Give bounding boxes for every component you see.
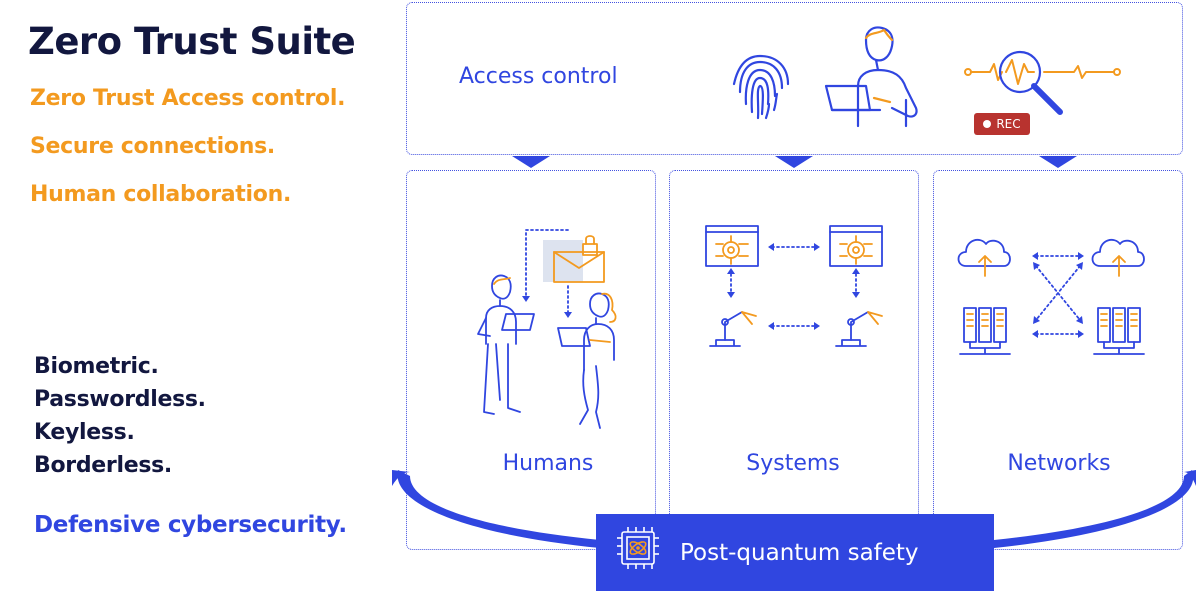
post-quantum-banner xyxy=(596,514,994,591)
tagline-secure-connections: Secure connections. xyxy=(30,134,275,159)
feature-borderless: Borderless. xyxy=(34,453,172,478)
rec-badge-label: REC xyxy=(996,117,1021,131)
system-automation-icon xyxy=(705,225,883,347)
record-dot-icon xyxy=(983,120,992,128)
ring-right xyxy=(994,470,1194,548)
systems-panel xyxy=(669,170,919,550)
feature-passwordless: Passwordless. xyxy=(34,387,206,412)
feature-biometric: Biometric. xyxy=(34,354,159,379)
access-control-panel xyxy=(406,2,1183,155)
post-quantum-banner-content: Post-quantum safety xyxy=(596,514,994,591)
rec-badge: REC xyxy=(974,113,1030,135)
ring-left xyxy=(397,470,600,548)
humans-label: Humans xyxy=(502,451,594,476)
fingerprint-icon xyxy=(732,54,790,120)
magnifier-signal-icon xyxy=(964,50,1121,115)
human-collaboration-icon xyxy=(477,229,617,429)
networks-label: Networks xyxy=(1007,451,1111,476)
feature-keyless: Keyless. xyxy=(34,420,135,445)
arrow-to-humans xyxy=(512,156,550,168)
post-quantum-label: Post-quantum safety xyxy=(680,539,919,566)
systems-label: Systems xyxy=(746,451,840,476)
arrow-to-systems xyxy=(775,156,813,168)
access-control-label: Access control xyxy=(459,64,618,89)
cloud-network-icon xyxy=(957,238,1145,355)
page-title: Zero Trust Suite xyxy=(28,20,356,63)
person-laptop-icon xyxy=(824,26,918,128)
tagline-access-control: Zero Trust Access control. xyxy=(30,86,346,111)
quantum-chip-icon xyxy=(617,527,659,569)
defensive-cybersecurity-text: Defensive cybersecurity. xyxy=(34,512,347,538)
networks-panel xyxy=(933,170,1183,550)
tagline-human-collaboration: Human collaboration. xyxy=(30,182,291,207)
arrow-to-networks xyxy=(1039,156,1077,168)
